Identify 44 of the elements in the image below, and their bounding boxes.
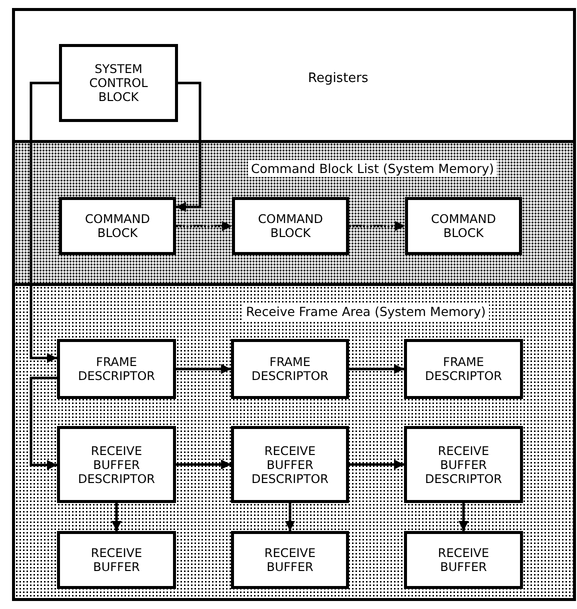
memory-region-panel — [12, 283, 576, 601]
arrow — [30, 376, 57, 470]
block-box — [404, 339, 523, 399]
block-box — [404, 531, 523, 589]
block-box — [232, 197, 349, 255]
block-box — [231, 339, 349, 399]
arrow — [349, 460, 404, 470]
block-label: COMMAND BLOCK — [257, 212, 324, 240]
block-label: FRAME DESCRIPTOR — [250, 355, 330, 383]
arrow — [458, 503, 468, 531]
block-label: FRAME DESCRIPTOR — [76, 355, 156, 383]
region-title: Command Block List (System Memory) — [248, 160, 497, 177]
block-box — [57, 531, 176, 589]
block-label: RECEIVE BUFFER — [90, 546, 144, 574]
arrow — [30, 82, 59, 363]
block-box — [405, 197, 522, 255]
block-label: RECEIVE BUFFER DESCRIPTOR — [424, 444, 504, 486]
block-box — [231, 426, 349, 503]
block-box — [404, 426, 523, 503]
arrow — [349, 364, 404, 374]
arrow — [176, 221, 232, 231]
block-label: COMMAND BLOCK — [84, 212, 151, 240]
arrow — [112, 503, 122, 531]
memory-region-panel — [12, 140, 576, 286]
block-box — [57, 426, 176, 503]
arrow — [176, 460, 231, 470]
block-label: FRAME DESCRIPTOR — [424, 355, 504, 383]
arrow — [285, 503, 295, 531]
block-label: RECEIVE BUFFER DESCRIPTOR — [250, 444, 330, 486]
block-box — [57, 339, 176, 399]
block-label: SYSTEM CONTROL BLOCK — [88, 62, 149, 104]
region-title: Receive Frame Area (System Memory) — [243, 303, 489, 320]
block-box — [231, 531, 349, 589]
block-box — [59, 44, 178, 122]
block-label: RECEIVE BUFFER DESCRIPTOR — [76, 444, 156, 486]
arrow — [176, 82, 202, 212]
block-box — [59, 197, 176, 255]
memory-region-panel — [12, 8, 576, 143]
block-label: RECEIVE BUFFER — [263, 546, 317, 574]
region-title: Registers — [307, 70, 370, 87]
block-label: RECEIVE BUFFER — [436, 546, 490, 574]
arrow — [349, 221, 405, 231]
block-label: COMMAND BLOCK — [430, 212, 497, 240]
arrow — [176, 364, 231, 374]
